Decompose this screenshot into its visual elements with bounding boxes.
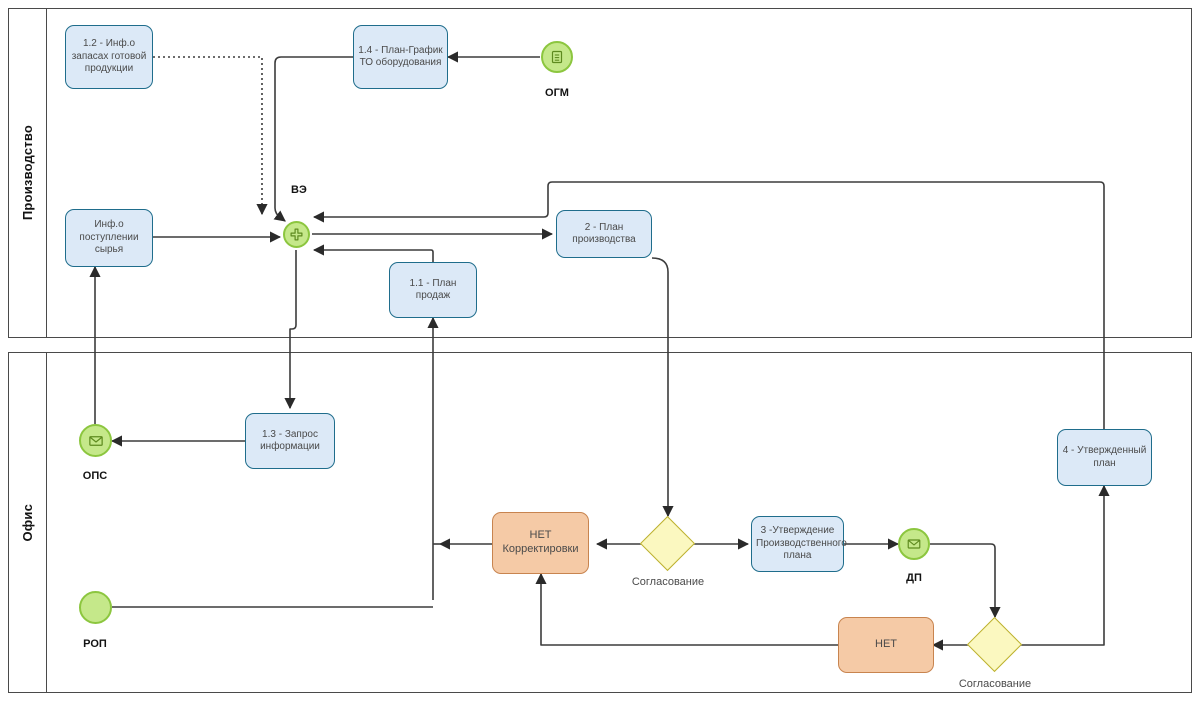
event-rop-label: РОП xyxy=(83,638,107,650)
task-1-3[interactable]: 1.3 - Запрос информации xyxy=(245,413,335,469)
task-1-2[interactable]: 1.2 - Инф.о запасах готовой продукции xyxy=(65,25,153,89)
task-correction[interactable]: НЕТ Корректировки xyxy=(492,512,589,574)
task-1-1[interactable]: 1.1 - План продаж xyxy=(389,262,477,318)
task-1-2-label: 1.2 - Инф.о запасах готовой продукции xyxy=(71,38,147,75)
task-raw-materials-label: Инф.о поступлении сырья xyxy=(79,219,139,256)
task-no-label: НЕТ xyxy=(875,638,897,651)
event-dp[interactable] xyxy=(898,528,930,560)
task-1-4[interactable]: 1.4 - План-График ТО оборудования xyxy=(353,25,448,89)
gateway-parallel[interactable] xyxy=(283,221,310,248)
task-raw-materials[interactable]: Инф.о поступлении сырья xyxy=(65,209,153,267)
task-1-1-label: 1.1 - План продаж xyxy=(409,277,457,302)
lane-production-label: Производство xyxy=(20,125,35,221)
task-correction-label: НЕТ Корректировки xyxy=(502,529,579,555)
lane-office-label: Офис xyxy=(20,503,35,542)
event-rop[interactable] xyxy=(79,591,112,624)
envelope-icon xyxy=(81,426,110,455)
event-ogm[interactable] xyxy=(541,41,573,73)
event-ops[interactable] xyxy=(79,424,112,457)
task-2-label: 2 - План производства xyxy=(572,221,636,246)
lane-office-header: Офис xyxy=(9,353,47,692)
lane-production-header: Производство xyxy=(9,9,47,337)
task-4[interactable]: 4 - Утвержденный план xyxy=(1057,429,1152,486)
start-event-icon xyxy=(81,593,110,622)
task-2[interactable]: 2 - План производства xyxy=(556,210,652,258)
task-3[interactable]: 3 -Утверждение Производственного плана xyxy=(751,516,847,572)
event-dp-label: ДП xyxy=(906,572,922,584)
event-ogm-label: ОГМ xyxy=(545,87,569,99)
task-1-3-label: 1.3 - Запрос информации xyxy=(260,428,320,453)
event-ops-label: ОПС xyxy=(82,470,108,482)
task-4-label: 4 - Утвержденный план xyxy=(1062,445,1147,469)
document-icon xyxy=(543,43,571,71)
task-no[interactable]: НЕТ xyxy=(838,617,934,673)
task-3-label: 3 -Утверждение Производственного плана xyxy=(756,525,847,562)
lane-production: Производство xyxy=(8,8,1192,338)
gateway-approval-1-label: Согласование xyxy=(631,576,705,588)
task-1-4-label: 1.4 - План-График ТО оборудования xyxy=(358,44,443,69)
plus-icon xyxy=(285,223,308,246)
gateway-approval-2-label: Согласование xyxy=(958,678,1032,690)
flow-label-ve: ВЭ xyxy=(291,184,307,196)
envelope-icon xyxy=(900,530,928,558)
